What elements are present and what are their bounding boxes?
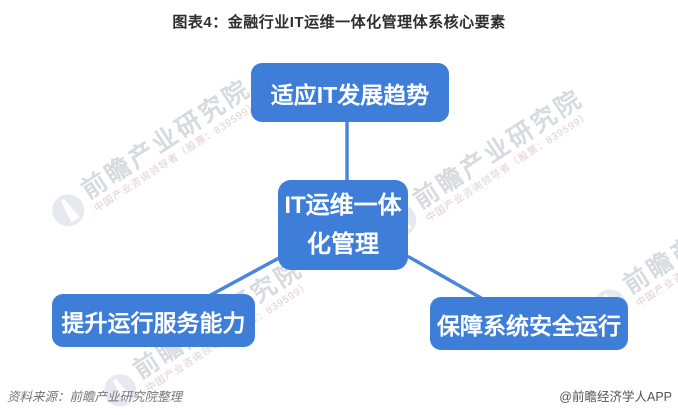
node-label-line2: 化管理 [307,231,379,258]
node-improve-service-capability: 提升运行服务能力 [52,294,255,347]
node-label: 适应IT发展趋势 [270,81,430,108]
credit-note: @前瞻经济学人APP [559,390,672,404]
source-note: 资料来源：前瞻产业研究院整理 [7,390,183,404]
connector-center-to-bottom-right [407,255,483,300]
node-adapt-it-trends: 适应IT发展趋势 [251,63,449,122]
node-label: 提升运行服务能力 [61,309,246,336]
node-label: 保障系统安全运行 [437,312,621,339]
node-it-ops-integrated-management: IT运维一体 化管理 [278,180,408,270]
figure-title: 图表4：金融行业IT运维一体化管理体系核心要素 [172,14,506,31]
connector-center-to-bottom-left [205,256,281,299]
node-ensure-system-security: 保障系统安全运行 [430,297,628,350]
node-label-line1: IT运维一体 [284,192,402,219]
